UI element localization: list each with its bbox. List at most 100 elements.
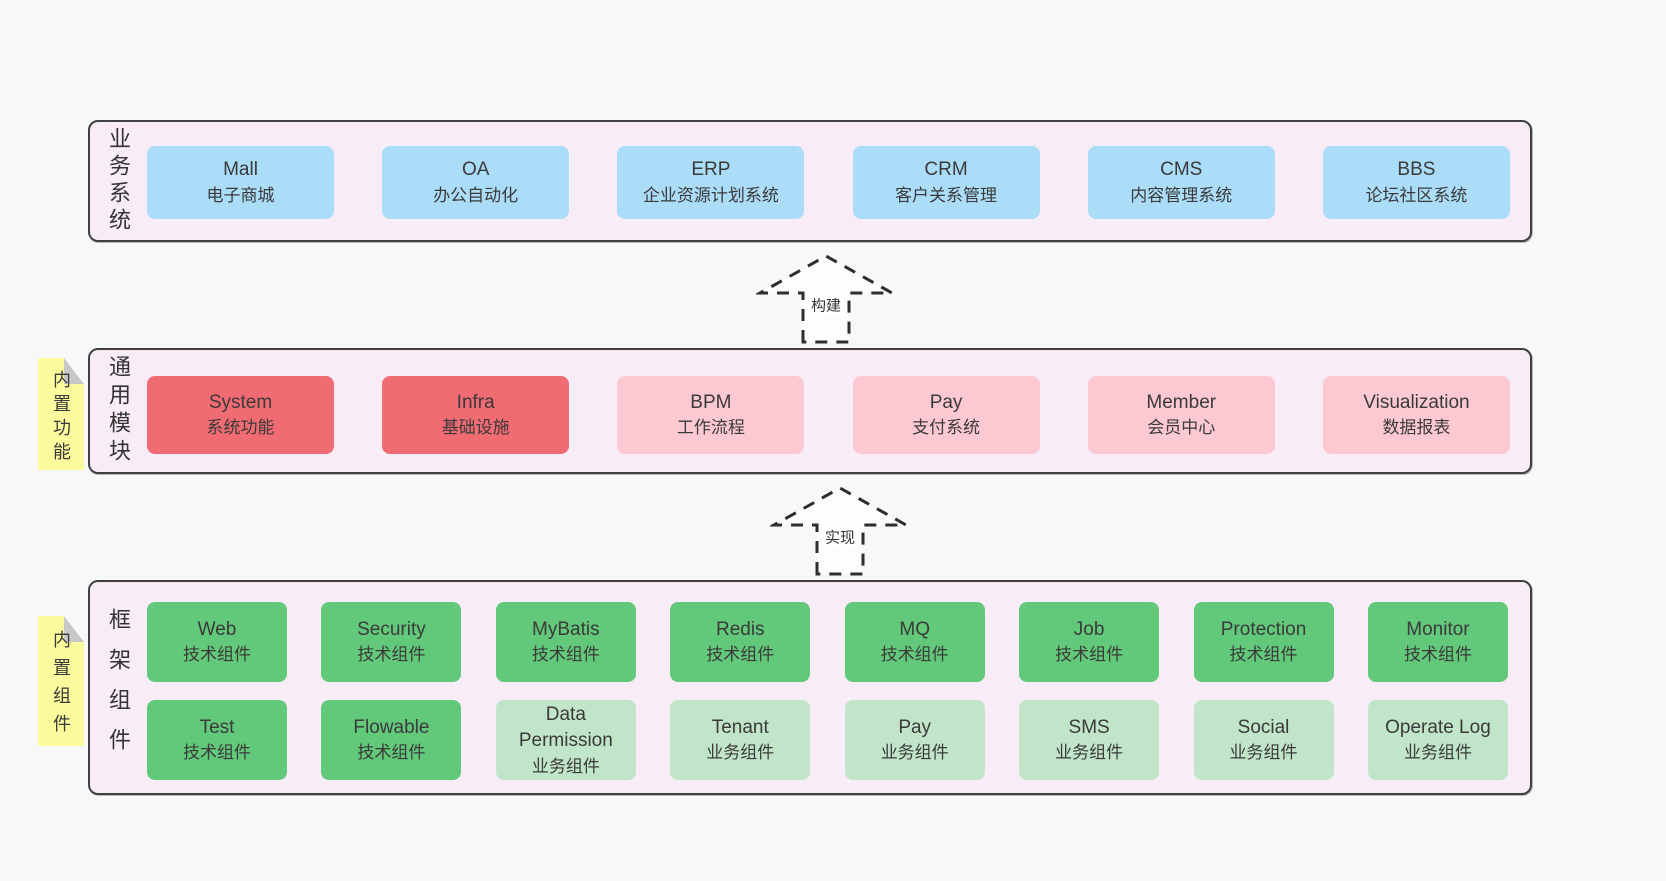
box-data-permission: Data Permission 业务组件	[495, 700, 636, 780]
box-subtitle: 技术组件	[1055, 645, 1124, 665]
box-oa: OA 办公自动化	[382, 146, 570, 219]
box-pay: Pay 支付系统	[852, 376, 1040, 454]
box-title: Security	[357, 618, 426, 640]
sticky-note-builtin-components: 内置组件	[38, 616, 84, 746]
box-test: Test 技术组件	[147, 700, 287, 780]
box-title: Monitor	[1406, 618, 1470, 640]
box-title: Pay	[898, 716, 932, 738]
box-subtitle: 数据报表	[1382, 418, 1451, 438]
framework-box-row-2: Test 技术组件 Flowable 技术组件 Data Permission …	[147, 700, 1508, 780]
box-subtitle: 内容管理系统	[1130, 185, 1233, 205]
box-title: Flowable	[353, 716, 430, 738]
box-subtitle: 工作流程	[676, 418, 745, 438]
box-title: Mall	[223, 159, 258, 181]
box-subtitle: 业务组件	[1229, 743, 1298, 763]
box-title: BPM	[690, 391, 732, 413]
arrow-label-implement: 实现	[821, 525, 859, 549]
box-title: Infra	[456, 391, 495, 413]
section-label-modules: 通用模块	[106, 355, 131, 467]
box-system: System 系统功能	[147, 376, 334, 454]
box-subtitle: 企业资源计划系统	[642, 185, 779, 205]
box-subtitle: 系统功能	[206, 418, 275, 438]
box-web: Web 技术组件	[147, 602, 287, 682]
box-subtitle: 技术组件	[706, 645, 775, 665]
box-operate-log: Operate Log 业务组件	[1367, 700, 1508, 780]
box-subtitle: 业务组件	[1055, 743, 1124, 763]
box-tenant: Tenant 业务组件	[670, 700, 811, 780]
box-subtitle: 论坛社区系统	[1365, 185, 1468, 205]
box-subtitle: 基础设施	[441, 418, 510, 438]
section-label-business: 业务系统	[106, 127, 131, 235]
box-mybatis: MyBatis 技术组件	[495, 602, 636, 682]
sticky-note-builtin-functions: 内置功能	[38, 358, 84, 470]
box-sms: SMS 业务组件	[1019, 700, 1160, 780]
box-title: BBS	[1397, 159, 1436, 181]
box-subtitle: 办公自动化	[433, 185, 519, 205]
box-bpm: BPM 工作流程	[617, 376, 805, 454]
box-subtitle: 业务组件	[706, 743, 775, 763]
box-title: CRM	[924, 159, 968, 181]
box-subtitle: 客户关系管理	[895, 185, 998, 205]
up-arrow-build: 构建	[756, 253, 896, 345]
box-subtitle: 业务组件	[1403, 743, 1472, 763]
box-title: MyBatis	[532, 618, 600, 640]
box-subtitle: 技术组件	[357, 645, 426, 665]
box-title: Test	[199, 716, 235, 738]
box-crm: CRM 客户关系管理	[852, 146, 1040, 219]
box-security: Security 技术组件	[321, 602, 462, 682]
box-mall: Mall 电子商城	[147, 146, 334, 219]
box-infra: Infra 基础设施	[382, 376, 570, 454]
box-title: SMS	[1068, 716, 1110, 738]
box-title: Protection	[1220, 618, 1307, 640]
box-subtitle: 技术组件	[357, 743, 426, 763]
section-common-modules: 通用模块 System 系统功能 Infra 基础设施 BPM 工作流程 Pay…	[88, 348, 1532, 474]
business-box-row: Mall 电子商城 OA 办公自动化 ERP 企业资源计划系统 CRM 客户关系…	[147, 146, 1510, 219]
box-title: ERP	[691, 159, 731, 181]
box-title: Job	[1073, 618, 1105, 640]
box-subtitle: 业务组件	[880, 743, 949, 763]
section-framework-components: 框架组件 Web 技术组件 Security 技术组件 MyBatis 技术组件…	[88, 580, 1532, 795]
box-subtitle: 技术组件	[183, 743, 251, 763]
box-title: Operate Log	[1385, 716, 1491, 738]
box-subtitle: 电子商城	[206, 185, 275, 205]
modules-box-row: System 系统功能 Infra 基础设施 BPM 工作流程 Pay 支付系统…	[147, 376, 1510, 454]
box-job: Job 技术组件	[1019, 602, 1160, 682]
box-visualization: Visualization 数据报表	[1322, 376, 1510, 454]
box-monitor: Monitor 技术组件	[1367, 602, 1508, 682]
box-title: System	[208, 391, 273, 413]
box-title: Web	[197, 618, 237, 640]
box-subtitle: 支付系统	[912, 418, 981, 438]
box-cms: CMS 内容管理系统	[1087, 146, 1275, 219]
note-text: 内置功能	[51, 370, 71, 467]
box-bbs: BBS 论坛社区系统	[1322, 146, 1510, 219]
box-redis: Redis 技术组件	[670, 602, 811, 682]
note-text: 内置组件	[51, 630, 71, 743]
section-label-framework: 框架组件	[106, 607, 131, 768]
up-arrow-implement: 实现	[770, 485, 910, 577]
box-protection: Protection 技术组件	[1193, 602, 1334, 682]
box-member: Member 会员中心	[1087, 376, 1275, 454]
framework-box-row-1: Web 技术组件 Security 技术组件 MyBatis 技术组件 Redi…	[147, 602, 1508, 682]
box-flowable: Flowable 技术组件	[321, 700, 462, 780]
box-subtitle: 技术组件	[531, 645, 600, 665]
box-subtitle: 业务组件	[531, 756, 600, 776]
box-title: OA	[461, 159, 490, 181]
box-title: Social	[1237, 716, 1290, 738]
box-subtitle: 技术组件	[1403, 645, 1472, 665]
box-subtitle: 技术组件	[1229, 645, 1298, 665]
box-pay-biz: Pay 业务组件	[844, 700, 985, 780]
box-subtitle: 技术组件	[880, 645, 949, 665]
box-title: Tenant	[711, 716, 769, 738]
box-subtitle: 会员中心	[1147, 418, 1216, 438]
box-title: Member	[1146, 391, 1217, 413]
box-title: CMS	[1160, 159, 1203, 181]
section-business-systems: 业务系统 Mall 电子商城 OA 办公自动化 ERP 企业资源计划系统 CRM…	[88, 120, 1532, 242]
box-subtitle: 技术组件	[183, 645, 251, 665]
box-social: Social 业务组件	[1193, 700, 1334, 780]
box-mq: MQ 技术组件	[844, 602, 985, 682]
box-title: Visualization	[1363, 391, 1470, 413]
box-title: Pay	[929, 391, 963, 413]
box-erp: ERP 企业资源计划系统	[617, 146, 805, 219]
arrow-label-build: 构建	[807, 293, 845, 317]
